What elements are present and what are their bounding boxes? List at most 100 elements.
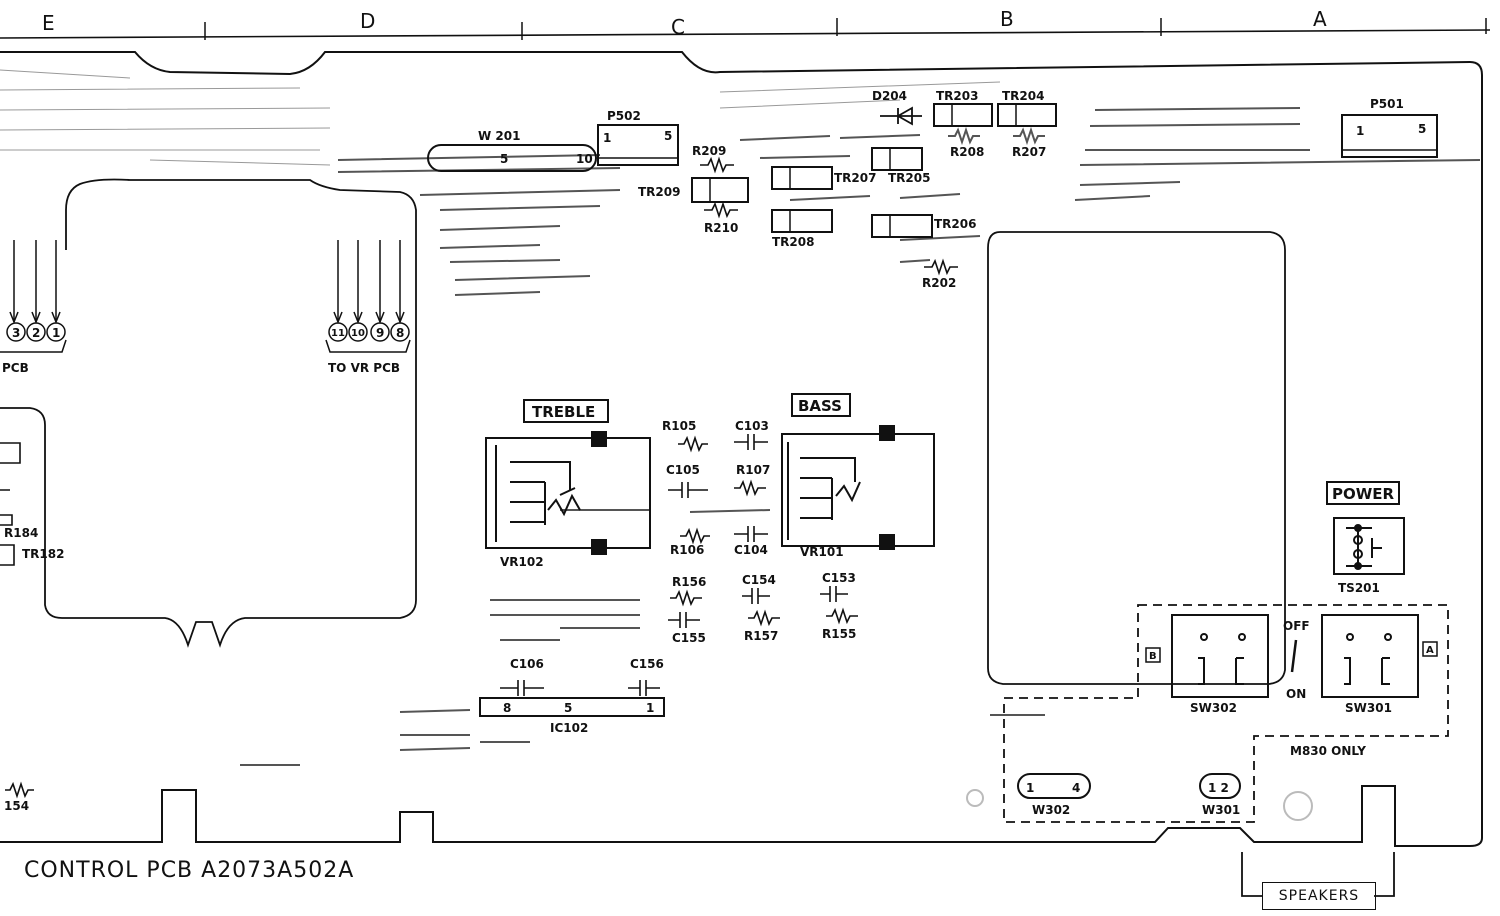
w201-pin-10: 10 <box>576 152 593 166</box>
p502-label: P502 <box>607 109 641 123</box>
sw302-label: SW302 <box>1190 701 1237 715</box>
board-outline <box>0 51 1483 847</box>
filter-network <box>668 586 858 628</box>
terminal-3: 3 <box>12 326 20 340</box>
p501-label: P501 <box>1370 97 1404 111</box>
ic102-pin-8: 8 <box>503 701 511 715</box>
c155-label: C155 <box>672 631 706 645</box>
terminal-1: 1 <box>52 326 60 340</box>
terminal-11: 11 <box>331 328 345 339</box>
column-label-e: E <box>42 11 55 35</box>
column-label-c: C <box>671 15 685 39</box>
on-label: ON <box>1286 687 1306 701</box>
r107-label: R107 <box>736 463 770 477</box>
m830-only-region <box>1003 604 1449 823</box>
tr182-label: TR182 <box>22 547 64 561</box>
tr207-transistor <box>771 166 833 190</box>
zone-ruler <box>0 29 1491 39</box>
p501-pin-1: 1 <box>1356 124 1364 138</box>
tone-network <box>668 434 768 545</box>
ic102-chip <box>479 697 665 717</box>
selector-a-label: A <box>1426 645 1434 656</box>
r156-label: R156 <box>672 575 706 589</box>
vr102-label: VR102 <box>500 555 544 569</box>
to-vr-pcb-label: TO VR PCB <box>328 361 400 375</box>
r154-label: 154 <box>4 799 29 813</box>
d204-label: D204 <box>872 89 907 103</box>
p502-pin-5: 5 <box>664 129 672 143</box>
r157-label: R157 <box>744 629 778 643</box>
sw302-switch <box>1171 614 1269 698</box>
treble-label: TREBLE <box>532 403 595 421</box>
w302-connector <box>1017 773 1091 799</box>
tr204-transistor <box>997 103 1057 127</box>
sw301-switch <box>1321 614 1419 698</box>
p502-pin-1: 1 <box>603 131 611 145</box>
power-label-box <box>1326 481 1400 505</box>
tr203-label: TR203 <box>936 89 978 103</box>
c106-label: C106 <box>510 657 544 671</box>
w201-label: W 201 <box>478 129 520 143</box>
tr205-label: TR205 <box>888 171 930 185</box>
ts201-switch <box>1333 517 1405 575</box>
sw301-label: SW301 <box>1345 701 1392 715</box>
ic102-pin-5: 5 <box>564 701 572 715</box>
r106-label: R106 <box>670 543 704 557</box>
to-pcb-label: PCB <box>2 361 29 375</box>
terminal-group-vr <box>325 240 411 353</box>
r155-label: R155 <box>822 627 856 641</box>
w301-label: W301 <box>1202 803 1240 817</box>
ic102-label: IC102 <box>550 721 588 735</box>
selector-b-label: B <box>1149 651 1157 662</box>
c154-label: C154 <box>742 573 776 587</box>
copper-traces <box>0 69 1481 766</box>
vr102-potentiometer <box>485 431 651 555</box>
treble-label-box <box>523 399 609 423</box>
switch-position-indicator <box>1290 639 1298 673</box>
r209-label: R209 <box>692 144 726 158</box>
w301-pins: 1 2 <box>1208 781 1229 795</box>
d204-diode <box>880 106 922 126</box>
r207-label: R207 <box>1012 145 1046 159</box>
terminal-9: 9 <box>376 326 384 340</box>
r202-label: R202 <box>922 276 956 290</box>
tr203-transistor <box>933 103 993 127</box>
power-label: POWER <box>1332 485 1395 503</box>
c104-label: C104 <box>734 543 768 557</box>
r184-label: R184 <box>4 526 38 540</box>
w201-pin-5: 5 <box>500 152 508 166</box>
column-label-b: B <box>1000 7 1014 31</box>
w302-pin-1: 1 <box>1026 781 1034 795</box>
vr101-label: VR101 <box>800 545 844 559</box>
ic102-pin-1: 1 <box>646 701 654 715</box>
p502-connector <box>597 124 679 166</box>
r208-label: R208 <box>950 145 984 159</box>
tr207-label: TR207 <box>834 171 876 185</box>
column-label-a: A <box>1313 7 1327 31</box>
terminal-10: 10 <box>351 328 365 339</box>
c105-label: C105 <box>666 463 700 477</box>
tr208-transistor <box>771 209 833 233</box>
vr101-potentiometer <box>781 425 935 550</box>
tr204-label: TR204 <box>1002 89 1044 103</box>
terminal-group-left <box>0 240 67 353</box>
terminal-8: 8 <box>396 326 404 340</box>
p501-pin-5: 5 <box>1418 122 1426 136</box>
w302-pin-4: 4 <box>1072 781 1080 795</box>
tr209-label: TR209 <box>638 185 680 199</box>
tr206-label: TR206 <box>934 217 976 231</box>
w302-label: W302 <box>1032 803 1070 817</box>
c153-label: C153 <box>822 571 856 585</box>
bass-label-box <box>791 393 851 417</box>
w201-connector <box>427 144 597 172</box>
m830-only-label: M830 ONLY <box>1290 744 1366 758</box>
speakers-bracket <box>1241 852 1395 897</box>
off-label: OFF <box>1283 619 1310 633</box>
r105-label: R105 <box>662 419 696 433</box>
ts201-label: TS201 <box>1338 581 1380 595</box>
tr209-transistor <box>691 177 749 203</box>
tr206-transistor <box>871 214 933 238</box>
speakers-label: SPEAKERS <box>1262 882 1376 910</box>
column-label-d: D <box>360 9 375 33</box>
